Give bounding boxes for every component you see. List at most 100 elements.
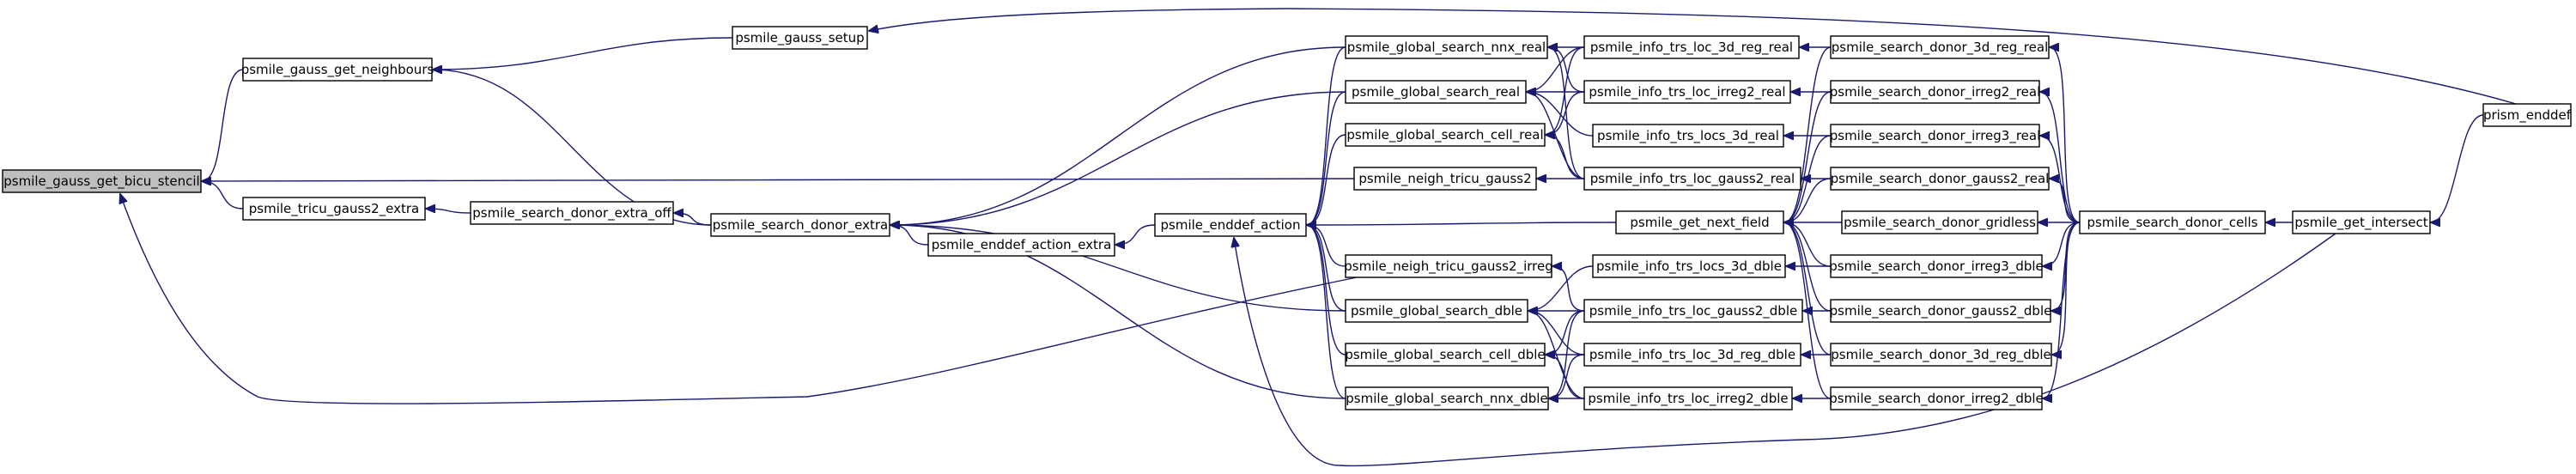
node-search-donor-3d-reg-dble[interactable]: psmile_search_donor_3d_reg_dble <box>1830 343 2052 367</box>
node-gauss-get-bicu-stencil[interactable]: psmile_gauss_get_bicu_stencil <box>2 169 202 193</box>
node-label: psmile_info_trs_locs_3d_dble <box>1596 258 1782 275</box>
node-global-search-cell-dble[interactable]: psmile_global_search_cell_dble <box>1345 343 1546 367</box>
edge-prism-enddef-to-gauss-setup <box>869 8 2517 105</box>
edge-tricu-gauss2-extra-to-gauss-get-bicu-stencil <box>202 181 244 210</box>
node-prism-enddef[interactable]: prism_enddef <box>2482 103 2572 127</box>
edge-get-intersect-to-enddef-action <box>1234 233 2336 467</box>
edge-enddef-action-extra-to-search-donor-extra <box>890 225 929 246</box>
node-global-search-cell-real[interactable]: psmile_global_search_cell_real <box>1345 123 1546 147</box>
node-global-search-dble[interactable]: psmile_global_search_dble <box>1345 299 1528 323</box>
edge-search-donor-cells-to-search-donor-irreg2-real <box>2040 92 2081 223</box>
node-box <box>2292 210 2431 234</box>
edge-enddef-action-to-enddef-action-extra <box>1115 224 1156 245</box>
node-get-intersect[interactable]: psmile_get_intersect <box>2292 210 2431 234</box>
node-box <box>1830 299 2051 323</box>
node-box <box>1830 35 2050 59</box>
edge-global-search-dble-to-search-donor-extra <box>890 225 1346 312</box>
edge-search-donor-cells-to-search-donor-3d-reg-dble <box>2052 222 2081 355</box>
node-info-trs-loc-gauss2-dble[interactable]: psmile_info_trs_loc_gauss2_dble <box>1583 299 1803 323</box>
node-gauss-setup[interactable]: psmile_gauss_setup <box>732 26 868 50</box>
edge-neigh-tricu-gauss2-to-gauss-get-bicu-stencil <box>202 179 1355 181</box>
node-search-donor-gauss2-dble[interactable]: psmile_search_donor_gauss2_dble <box>1830 299 2052 323</box>
node-tricu-gauss2-extra[interactable]: psmile_tricu_gauss2_extra <box>242 197 426 221</box>
node-label: psmile_get_next_field <box>1630 215 1769 231</box>
edge-global-search-nnx-real-to-enddef-action <box>1307 46 1346 225</box>
node-label: psmile_info_trs_loc_irreg2_dble <box>1588 391 1788 407</box>
node-label: psmile_info_trs_locs_3d_real <box>1597 128 1779 144</box>
node-info-trs-locs-3d-dble[interactable]: psmile_info_trs_locs_3d_dble <box>1592 254 1786 278</box>
node-search-donor-irreg2-dble[interactable]: psmile_search_donor_irreg2_dble <box>1829 386 2044 410</box>
edge-global-search-nnx-dble-to-enddef-action <box>1307 225 1346 399</box>
node-label: psmile_gauss_setup <box>735 30 864 46</box>
node-search-donor-irreg3-dble[interactable]: psmile_search_donor_irreg3_dble <box>1829 254 2044 278</box>
node-info-trs-loc-gauss2-real[interactable]: psmile_info_trs_loc_gauss2_real <box>1583 167 1801 191</box>
node-label: psmile_enddef_action <box>1161 217 1301 234</box>
node-search-donor-irreg2-real[interactable]: psmile_search_donor_irreg2_real <box>1830 80 2041 104</box>
node-box <box>1583 80 1791 104</box>
node-info-trs-loc-3d-reg-dble[interactable]: psmile_info_trs_loc_3d_reg_dble <box>1583 343 1801 367</box>
node-enddef-action-extra[interactable]: psmile_enddef_action_extra <box>927 233 1115 257</box>
node-gauss-get-neighbours[interactable]: psmile_gauss_get_neighbours <box>241 58 434 82</box>
node-search-donor-3d-reg-real[interactable]: psmile_search_donor_3d_reg_real <box>1830 35 2050 59</box>
node-label: psmile_neigh_tricu_gauss2 <box>1358 171 1531 187</box>
node-neigh-tricu-gauss2[interactable]: psmile_neigh_tricu_gauss2 <box>1353 167 1537 191</box>
node-search-donor-extra[interactable]: psmile_search_donor_extra <box>710 213 890 237</box>
node-label: psmile_info_trs_loc_irreg2_real <box>1589 84 1785 100</box>
node-global-search-real[interactable]: psmile_global_search_real <box>1345 80 1527 104</box>
node-neigh-tricu-gauss2-irreg[interactable]: psmile_neigh_tricu_gauss2_irreg <box>1344 254 1553 278</box>
node-box <box>242 197 426 221</box>
edge-search-donor-irreg2-dble-to-get-next-field <box>1784 222 1832 399</box>
node-box <box>1345 254 1552 278</box>
edge-search-donor-cells-to-search-donor-gauss2-real <box>2050 179 2081 223</box>
node-box <box>1345 80 1527 104</box>
node-global-search-nnx-dble[interactable]: psmile_global_search_nnx_dble <box>1345 386 1549 410</box>
node-search-donor-extra-off[interactable]: psmile_search_donor_extra_off <box>470 201 674 225</box>
node-search-donor-gauss2-real[interactable]: psmile_search_donor_gauss2_real <box>1830 167 2050 191</box>
edge-info-trs-loc-gauss2-real-to-global-search-cell-real <box>1546 135 1585 179</box>
node-label: psmile_global_search_dble <box>1351 303 1522 319</box>
node-box <box>1830 254 2043 278</box>
node-label: prism_enddef <box>2483 107 2572 124</box>
node-label: psmile_global_search_nnx_dble <box>1346 391 1547 407</box>
edge-info-trs-loc-irreg2-dble-to-global-search-cell-dble <box>1546 355 1585 399</box>
node-label: psmile_info_trs_loc_gauss2_real <box>1590 171 1795 187</box>
node-box <box>1583 167 1801 191</box>
node-info-trs-loc-irreg2-real[interactable]: psmile_info_trs_loc_irreg2_real <box>1583 80 1791 104</box>
node-box <box>1830 80 2040 104</box>
node-get-next-field[interactable]: psmile_get_next_field <box>1615 210 1784 234</box>
node-label: psmile_search_donor_extra <box>713 217 888 234</box>
edge-info-trs-loc-gauss2-dble-to-global-search-cell-dble <box>1546 310 1585 355</box>
node-layer: psmile_gauss_get_bicu_stencil psmile_gaus… <box>2 26 2572 410</box>
edge-global-search-real-to-search-donor-extra <box>890 91 1346 225</box>
node-info-trs-loc-3d-reg-real[interactable]: psmile_info_trs_loc_3d_reg_real <box>1583 35 1800 59</box>
node-search-donor-irreg3-real[interactable]: psmile_search_donor_irreg3_real <box>1830 124 2041 148</box>
edge-neigh-tricu-gauss2-irreg-to-gauss-get-bicu-stencil <box>120 194 1358 404</box>
node-box <box>1583 299 1803 323</box>
node-box <box>470 201 674 225</box>
node-info-trs-loc-irreg2-dble[interactable]: psmile_info_trs_loc_irreg2_dble <box>1583 386 1793 410</box>
node-label: psmile_search_donor_irreg3_dble <box>1829 258 2044 275</box>
edge-search-donor-extra-to-search-donor-extra-off <box>674 213 712 226</box>
node-box <box>1615 210 1784 234</box>
node-enddef-action[interactable]: psmile_enddef_action <box>1154 213 1307 237</box>
node-search-donor-cells[interactable]: psmile_search_donor_cells <box>2079 210 2266 234</box>
node-label: psmile_enddef_action_extra <box>932 237 1112 253</box>
node-box <box>242 58 433 82</box>
node-label: psmile_search_donor_irreg2_real <box>1830 84 2041 100</box>
edge-global-search-dble-to-enddef-action <box>1307 225 1346 312</box>
node-info-trs-locs-3d-real[interactable]: psmile_info_trs_locs_3d_real <box>1592 124 1784 148</box>
node-box <box>1592 254 1786 278</box>
node-global-search-nnx-real[interactable]: psmile_global_search_nnx_real <box>1345 35 1548 59</box>
edge-global-search-real-to-enddef-action <box>1307 91 1346 225</box>
node-label: psmile_global_search_nnx_real <box>1347 40 1546 56</box>
node-label: psmile_neigh_tricu_gauss2_irreg <box>1344 258 1552 275</box>
node-box <box>1830 124 2040 148</box>
edge-prism-enddef-to-get-intersect <box>2431 114 2484 222</box>
node-search-donor-gridless[interactable]: psmile_search_donor_gridless <box>1841 210 2038 234</box>
node-label: psmile_search_donor_3d_reg_dble <box>1831 347 2050 363</box>
edge-search-donor-cells-to-search-donor-3d-reg-real <box>2050 47 2081 223</box>
node-box <box>732 26 868 50</box>
node-box <box>1841 210 2038 234</box>
node-label: psmile_info_trs_loc_3d_reg_dble <box>1589 347 1795 363</box>
